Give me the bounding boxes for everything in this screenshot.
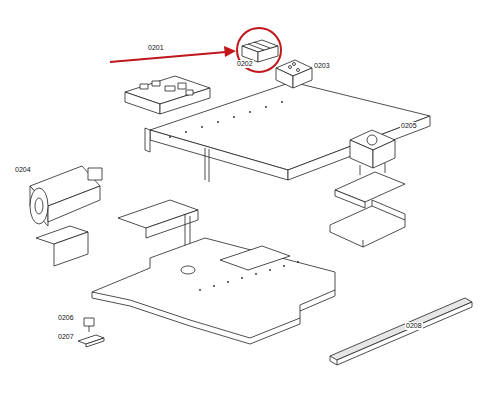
callout-number: 0201 <box>147 44 165 52</box>
callout-number: 0208 <box>405 322 423 330</box>
relay-block <box>242 40 278 62</box>
fan-bracket <box>36 226 88 266</box>
hole <box>281 101 283 103</box>
front-rail <box>330 298 472 365</box>
callout-number: 0207 <box>57 333 75 341</box>
hole <box>233 116 235 118</box>
hole <box>217 121 219 123</box>
hole <box>185 131 187 133</box>
hole <box>241 277 243 279</box>
arrow-head <box>224 46 236 57</box>
bracket <box>330 172 405 247</box>
small-part <box>78 318 104 347</box>
hole <box>169 136 171 138</box>
hole <box>265 106 267 108</box>
selector-switch <box>350 130 395 175</box>
hole <box>283 265 285 267</box>
module <box>276 60 312 88</box>
hole <box>255 273 257 275</box>
hole <box>269 269 271 271</box>
highlight-circle <box>237 28 281 72</box>
callout-number: 0205 <box>400 122 418 130</box>
top-plate <box>145 82 430 182</box>
base-plate <box>92 238 335 344</box>
callout-number: 0203 <box>313 62 331 70</box>
pointer-arrow <box>110 52 226 62</box>
support-bracket <box>118 200 198 248</box>
callout-number: 0202 <box>236 60 254 68</box>
hole <box>297 261 299 263</box>
hole <box>227 281 229 283</box>
callout-number: 0206 <box>57 314 75 322</box>
callout-number: 0204 <box>14 166 32 174</box>
control-board <box>125 76 210 114</box>
hole <box>249 111 251 113</box>
hole <box>201 126 203 128</box>
hole <box>199 289 201 291</box>
hole <box>213 285 215 287</box>
mounting-holes <box>169 101 299 291</box>
tangential-fan <box>30 166 102 226</box>
